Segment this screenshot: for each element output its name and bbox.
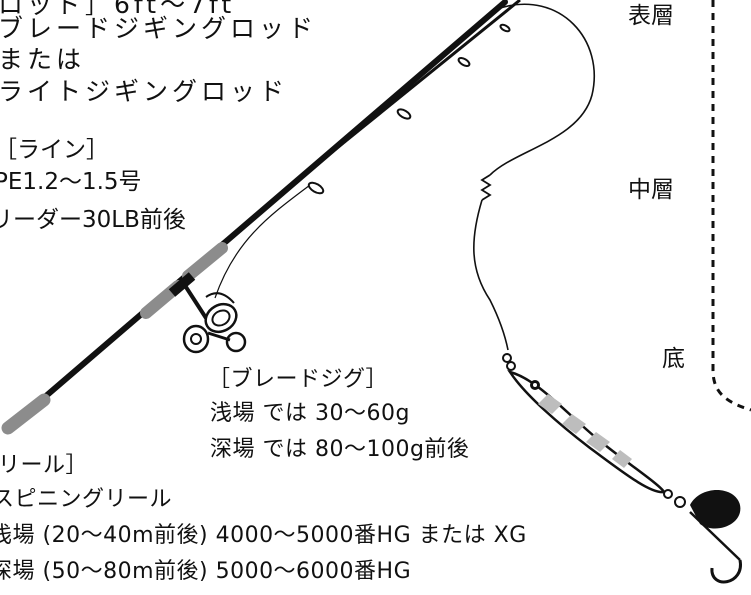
rod-butt-grip bbox=[1, 393, 51, 435]
blade-jig-icon bbox=[502, 353, 742, 584]
line-spec-leader: リーダー30LB前後 bbox=[0, 207, 186, 233]
depth-dashed-line bbox=[711, 0, 751, 412]
reel-spec-deep: 深場 (50〜80m前後) 5000〜6000番HG bbox=[0, 559, 412, 584]
fishing-line bbox=[489, 3, 595, 176]
line-spec-heading: ［ライン］ bbox=[0, 137, 109, 163]
depth-label-top: 表層 bbox=[628, 3, 674, 29]
rod-spec-line3: または bbox=[0, 45, 86, 74]
reel-spec-type: スピニングリール bbox=[0, 487, 173, 512]
rod-guide-icon bbox=[307, 181, 325, 195]
reel-spec-shallow: 浅場 (20〜40m前後) 4000〜5000番HG または XG bbox=[0, 523, 527, 548]
leader-swivel-icon bbox=[480, 174, 492, 201]
rod-guide-icon bbox=[499, 23, 511, 33]
rod-guide-icon bbox=[396, 108, 412, 120]
rod-spec-line1: ロッド］6ft〜7ft bbox=[0, 0, 236, 19]
spinning-reel-icon bbox=[182, 282, 247, 354]
reel-line bbox=[214, 184, 311, 299]
rod-blank bbox=[15, 0, 508, 423]
reel-spec-heading: リール］ bbox=[0, 453, 89, 478]
rod-blank-thin bbox=[299, 0, 521, 180]
rod-fore-grip bbox=[182, 242, 228, 282]
depth-label-bottom: 底 bbox=[662, 346, 685, 372]
jig-spec-shallow: 浅場 では 30〜60g bbox=[210, 401, 410, 426]
depth-label-middle: 中層 bbox=[628, 177, 674, 203]
rod-guide-icon bbox=[457, 57, 471, 67]
rod-spec-line4: ライトジギングロッド bbox=[0, 77, 289, 106]
leader-line bbox=[473, 199, 509, 351]
line-spec-pe: PE1.2〜1.5号 bbox=[0, 169, 142, 195]
rod-reel-seat bbox=[168, 272, 196, 297]
jig-spec-deep: 深場 では 80〜100g前後 bbox=[210, 437, 470, 462]
rod-spec-line2: ブレードジギングロッド bbox=[0, 14, 318, 43]
jig-spec-heading: ［ブレードジグ］ bbox=[208, 367, 389, 392]
